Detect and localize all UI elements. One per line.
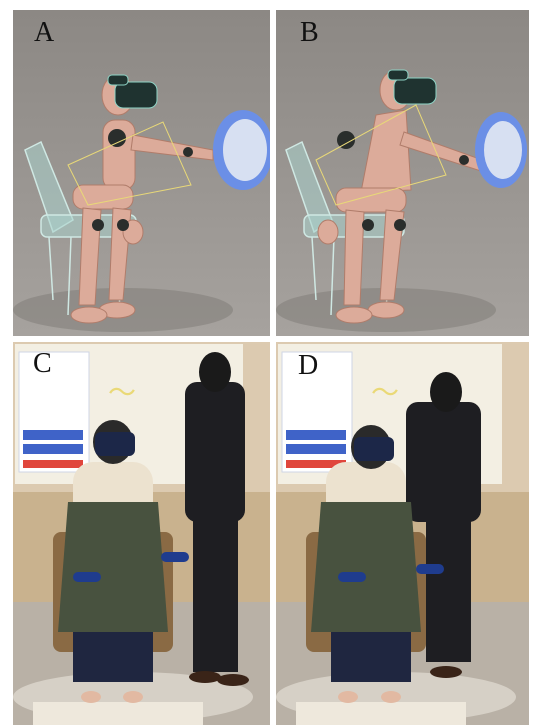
patient — [53, 420, 173, 703]
vr-headset — [387, 69, 437, 105]
reach-target — [213, 110, 270, 190]
vr-controllers — [73, 552, 189, 582]
patient — [306, 425, 426, 703]
vr-headset — [107, 74, 158, 109]
session-photo-d: 〜 — [276, 342, 529, 725]
panel-label-c: C — [33, 348, 52, 379]
therapist — [406, 372, 481, 678]
therapist — [185, 352, 249, 686]
reach-target — [475, 112, 527, 188]
avatar-render-b — [276, 10, 529, 336]
avatar-render-a — [13, 10, 270, 336]
svg-text:〜: 〜 — [108, 376, 136, 409]
panel-label-a: A — [34, 17, 55, 48]
svg-text:〜: 〜 — [371, 376, 399, 409]
panel-b: B — [276, 10, 529, 336]
panel-label-b: B — [300, 17, 319, 48]
panel-label-d: D — [298, 350, 319, 381]
panel-d: 〜 — [276, 342, 529, 725]
session-photo-c: 〜 — [13, 342, 270, 725]
panel-a: A — [13, 10, 270, 336]
vr-controllers — [338, 564, 444, 582]
panel-c: 〜 — [13, 342, 270, 725]
